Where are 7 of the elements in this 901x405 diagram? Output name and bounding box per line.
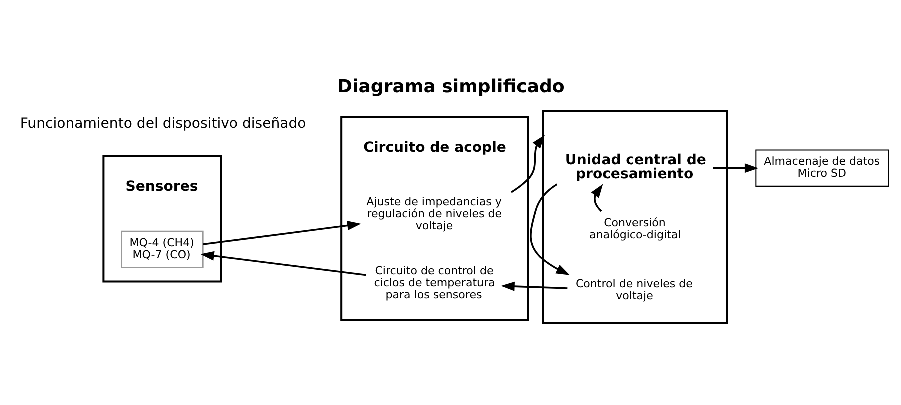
label: Funcionamiento del dispositivo diseñado xyxy=(20,115,306,132)
node-text: Conversión analógico-digital xyxy=(590,216,682,241)
diagram-title: Diagrama simplificado xyxy=(338,76,565,97)
node-text: Control de niveles de voltaje xyxy=(576,277,693,302)
node-text: Circuito de control de ciclos de temperatura para los sensores xyxy=(374,264,496,302)
node-text: Ajuste de impedancias y regulación de niveles de voltaje xyxy=(366,194,502,232)
node-text: Unidad central de procesamiento xyxy=(565,152,706,182)
